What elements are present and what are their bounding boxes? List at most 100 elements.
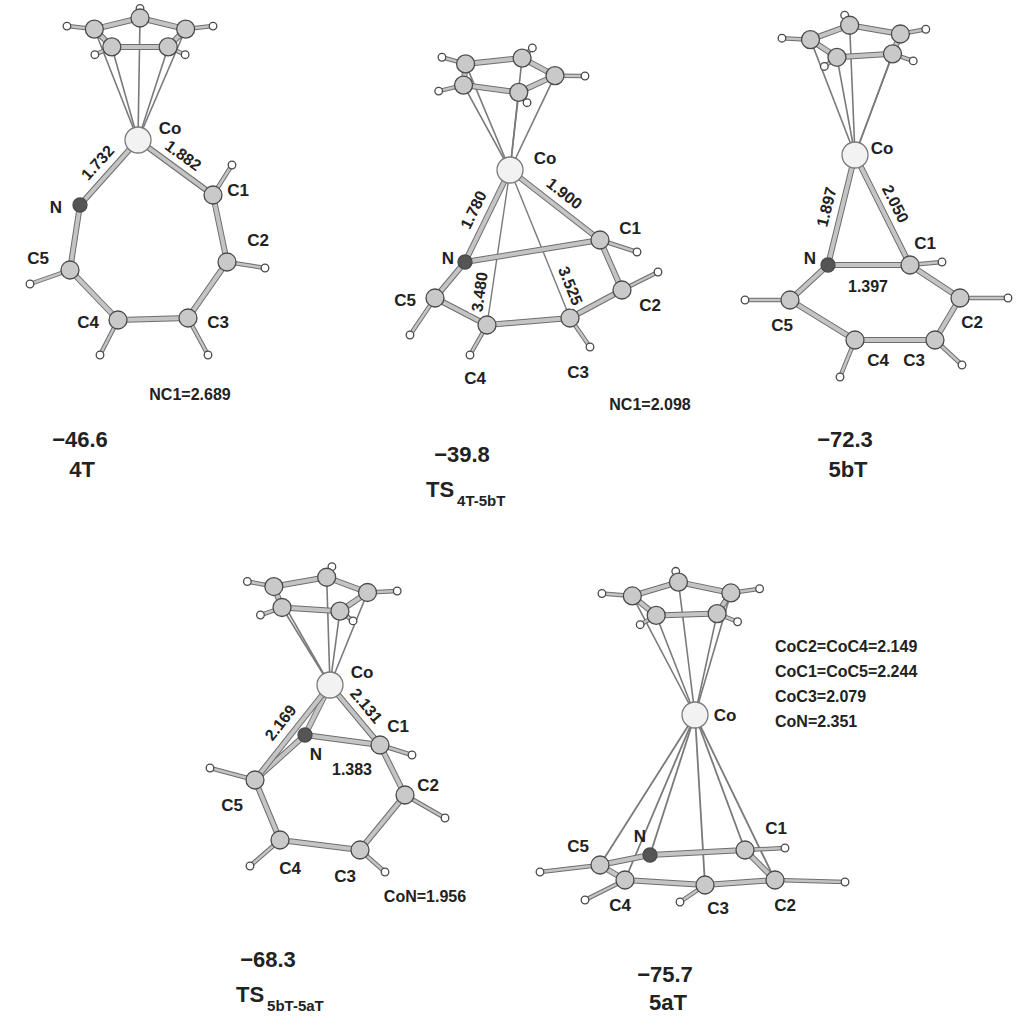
cobalt-atom [317, 672, 343, 698]
atom-label: C1 [387, 718, 409, 735]
bond-outline [255, 685, 330, 780]
carbon-atom [623, 587, 641, 605]
molecule [741, 11, 1012, 380]
bond-outline [213, 195, 227, 262]
bond-outline [70, 205, 80, 270]
carbon-atom [359, 583, 377, 601]
carbon-atom [131, 9, 149, 27]
carbon-atom [926, 331, 944, 349]
carbon-atom [318, 568, 336, 586]
bond [828, 263, 910, 267]
bond-outline [510, 170, 600, 240]
hydrogen-atom [257, 611, 265, 619]
molecule [206, 563, 449, 876]
carbon-atom [265, 578, 283, 596]
hydrogen-atom [349, 617, 357, 625]
carbon-atom [696, 876, 714, 894]
bond [70, 205, 80, 270]
nitrogen-atom [821, 258, 835, 272]
bond-length: 2.131 [346, 684, 387, 728]
bond [465, 240, 600, 262]
hydrogen-atom [741, 296, 749, 304]
carbon-atom [591, 856, 609, 874]
atom-label: C4 [77, 314, 99, 331]
structure-name: 4T [69, 459, 95, 481]
atom-label: N [50, 199, 62, 216]
carbon-atom [801, 31, 819, 49]
coordination-line [837, 57, 855, 155]
hydrogen-atom [781, 844, 789, 852]
energy-value: −75.7 [637, 964, 693, 986]
atom-label: C2 [639, 297, 661, 314]
atom-label: Co [714, 707, 737, 724]
bond [775, 880, 845, 882]
distance-note: CoN=2.351 [775, 714, 857, 730]
nitrogen-atom [298, 728, 312, 742]
hydrogen-atom [633, 248, 641, 256]
atom-label: N [310, 746, 322, 763]
distance-note: CoC2=CoC4=2.149 [775, 639, 917, 655]
carbon-atom [457, 55, 475, 73]
bond-outline [255, 780, 280, 840]
carbon-atom [616, 871, 634, 889]
bond [280, 840, 360, 850]
bond-outline [650, 850, 745, 855]
hydrogen-atom [228, 161, 236, 169]
hydrogen-atom [381, 868, 389, 876]
hydrogen-atom [734, 618, 742, 626]
hydrogen-atom [209, 22, 217, 30]
coordination-line [510, 58, 522, 170]
bond [188, 262, 227, 318]
hydrogen-atom [435, 87, 443, 95]
atom-label: C1 [765, 820, 787, 837]
bond-outline [465, 240, 600, 262]
bond-outline [280, 840, 360, 850]
bond-length: 1.900 [542, 174, 587, 214]
hydrogen-atom [841, 878, 849, 886]
structure-name: TS [236, 984, 264, 1006]
hydrogen-atom [636, 621, 644, 629]
carbon-atom [371, 736, 389, 754]
bond-outline [70, 270, 118, 320]
carbon-atom [647, 606, 665, 624]
distance-note: NC1=2.098 [609, 397, 690, 413]
carbon-atom [396, 786, 414, 804]
bond-outline [625, 880, 705, 885]
bond-outline [360, 795, 405, 850]
structure-subscript: 4T-5bT [455, 493, 507, 508]
hydrogen-atom [821, 63, 829, 71]
carbon-atom [273, 599, 291, 617]
nitrogen-atom [458, 255, 472, 269]
hydrogen-atom [938, 258, 946, 266]
carbon-atom [510, 83, 528, 101]
atom-label: C5 [567, 838, 589, 855]
atom-label: Co [159, 120, 182, 137]
bond [213, 195, 227, 262]
bond [118, 318, 188, 320]
bond [510, 170, 600, 240]
structure-subscript: 5bT-5aT [265, 998, 326, 1013]
coordination-line [274, 587, 330, 685]
hydrogen-atom [466, 351, 474, 359]
carbon-atom [218, 253, 236, 271]
bond-length: 1.383 [332, 762, 372, 778]
atom-label: C3 [707, 900, 729, 917]
atom-label: C4 [609, 897, 631, 914]
energy-value: −72.3 [817, 429, 873, 451]
hydrogen-atom [586, 343, 594, 351]
coordination-line [138, 18, 140, 140]
hydrogen-atom [393, 587, 401, 595]
bond [650, 850, 745, 855]
hydrogen-atom [922, 25, 930, 33]
atom-label: N [442, 250, 454, 267]
carbon-atom [179, 309, 197, 327]
atom-label: C1 [914, 235, 936, 252]
bond [70, 270, 118, 320]
bond-outline [118, 318, 188, 320]
hydrogen-atom [654, 268, 662, 276]
hydrogen-atom [91, 51, 99, 59]
hydrogen-atom [581, 896, 589, 904]
atom-label: C5 [27, 250, 49, 267]
hydrogen-atom [438, 53, 446, 61]
